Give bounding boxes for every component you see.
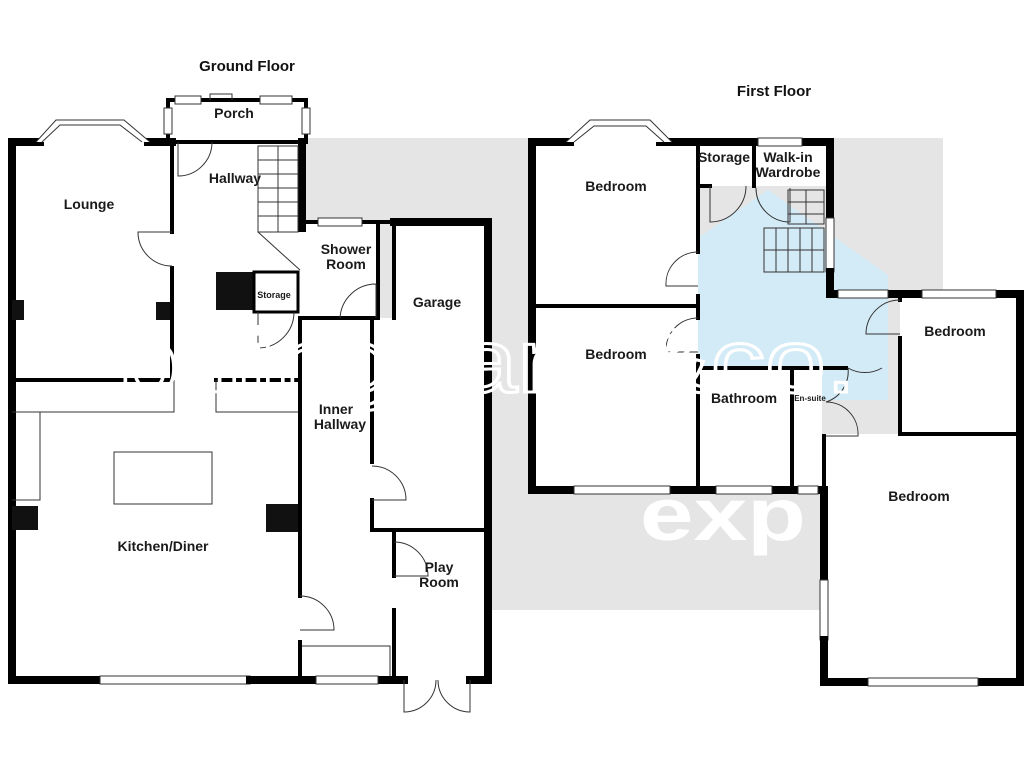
inner-hallway-window: [315, 675, 379, 685]
label-porch: Porch: [214, 105, 254, 121]
first-floor-title: First Floor: [737, 83, 811, 100]
landing-window: [837, 289, 889, 299]
lounge-door: [137, 231, 173, 267]
porch-front-door: [209, 93, 233, 100]
kitchen-patio-doors: [99, 675, 251, 685]
label-hallway: Hallway: [209, 170, 261, 186]
kitchen-floor: [12, 380, 300, 680]
label-kitchen-diner: Kitchen/Diner: [117, 538, 209, 554]
label-inner-line2: Hallway: [314, 416, 366, 432]
staircase-first: [763, 189, 825, 273]
bedroom-3-floor: [900, 294, 1020, 434]
bedroom-1-door: [665, 251, 699, 287]
bedroom-4-window: [867, 677, 979, 687]
playroom-door: [393, 541, 429, 577]
bedroom-3-door: [865, 299, 901, 335]
inner-hallway-floor: [300, 318, 394, 680]
label-bedroom-1: Bedroom: [585, 178, 646, 194]
kitchen-counter-right: [215, 380, 298, 413]
label-storage-first: Storage: [698, 149, 750, 165]
bedroom-2-door: [665, 317, 699, 353]
label-ensuite: En-suite: [794, 394, 826, 403]
porch-window-right: [259, 95, 293, 105]
ensuite-door: [825, 367, 859, 437]
bedroom-bay-window: [565, 119, 673, 143]
storage-black-block: [216, 272, 254, 310]
lounge-floor: [12, 142, 172, 380]
shower-window: [317, 217, 363, 227]
garage-floor: [394, 222, 488, 530]
ensuite-floor: [792, 368, 822, 490]
label-storage-ground: Storage: [257, 290, 291, 300]
walkin-floor: [754, 142, 830, 186]
playroom-french-doors: [403, 679, 471, 713]
label-walkin-line2: Wardrobe: [756, 164, 821, 180]
shower-floor: [302, 222, 378, 318]
label-bedroom-4: Bedroom: [888, 488, 949, 504]
kitchen-counter-left: [12, 412, 41, 501]
label-shower-line1: Shower: [321, 241, 372, 257]
porch-side-window-left: [163, 107, 173, 135]
play-room-floor: [394, 530, 488, 680]
lounge-wall-block: [12, 300, 24, 320]
porch-window-left: [174, 95, 202, 105]
storage-door: [257, 311, 295, 349]
hallway-porch-door: [177, 141, 213, 177]
storage-box: [252, 270, 300, 314]
inner-hallway-unit: [302, 645, 391, 676]
first-floor: [528, 119, 1024, 687]
label-inner-line1: Inner: [319, 401, 354, 417]
kitchen-block-left: [12, 506, 38, 530]
label-lounge: Lounge: [64, 196, 115, 212]
bedroom-1-floor: [532, 142, 698, 306]
label-play-line2: Room: [419, 574, 459, 590]
porch-side-window-right: [301, 107, 311, 135]
agency-watermark: billingham &co.: [118, 312, 856, 412]
staircase-ground: [257, 145, 301, 271]
ground-floor: [8, 93, 492, 713]
garage-door: [371, 465, 407, 501]
kitchen-island: [113, 451, 213, 505]
shower-door: [339, 283, 377, 319]
landing-side-window: [825, 217, 835, 273]
exp-logo-text: exp: [640, 473, 806, 556]
ensuite-window: [797, 485, 819, 495]
porch-floor: [168, 100, 306, 142]
garage-exterior-wall: [390, 218, 492, 684]
label-bathroom: Bathroom: [711, 390, 777, 406]
storage-ff-floor: [698, 142, 754, 186]
kitchen-door: [299, 595, 335, 631]
bedroom-4-floor: [824, 434, 1020, 682]
label-walkin-line1: Walk-in: [763, 149, 812, 165]
bedroom-2-window: [573, 485, 671, 495]
bedroom-3-window: [921, 289, 997, 299]
label-play-line1: Play: [425, 559, 454, 575]
bedroom-2-floor: [532, 306, 698, 490]
bathroom-floor: [698, 368, 792, 490]
storage-ff-door: [709, 185, 747, 223]
bedroom-bay-window-inner: [573, 125, 665, 143]
walkin-window: [757, 137, 803, 147]
exp-region-text: UK: [836, 504, 874, 534]
bedroom-4-side-window: [819, 579, 829, 641]
label-bedroom-3: Bedroom: [924, 323, 985, 339]
label-shower-line2: Room: [326, 256, 366, 272]
kitchen-block-right: [266, 504, 298, 532]
landing-door: [847, 367, 883, 374]
ground-floor-title: Ground Floor: [199, 58, 295, 75]
bathroom-window: [715, 485, 773, 495]
label-bedroom-2: Bedroom: [585, 346, 646, 362]
hall-wall-block: [156, 302, 170, 320]
label-garage: Garage: [413, 294, 461, 310]
lounge-bay-window-inner: [41, 124, 143, 143]
kitchen-counter-top: [12, 380, 175, 413]
